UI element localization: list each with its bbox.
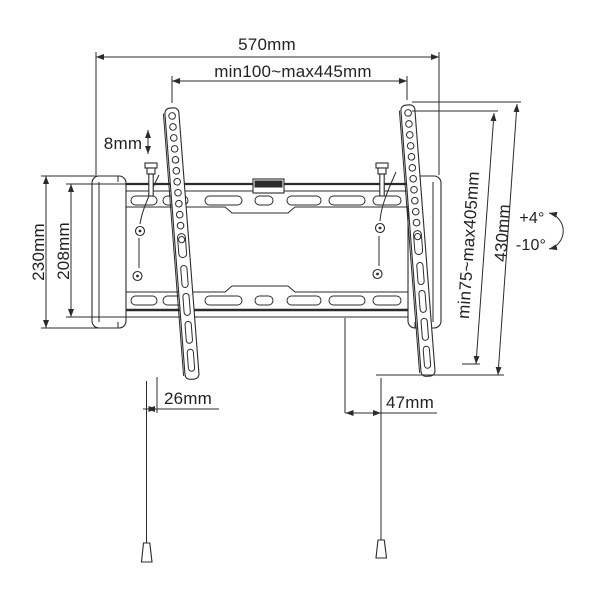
left-bracket-hook bbox=[132, 174, 160, 282]
dim-mount-width-range-label: min100~max445mm bbox=[214, 62, 372, 81]
dim-screw-adjustment: 8mm bbox=[104, 130, 151, 154]
wall-plate bbox=[91, 175, 442, 329]
dim-bottom-left-offset: 26mm bbox=[143, 377, 219, 413]
right-bracket-holes bbox=[404, 109, 421, 227]
right-pull-string bbox=[375, 378, 388, 559]
dim-plate-outer-height: 230mm bbox=[29, 175, 99, 329]
right-bracket-hook bbox=[372, 171, 397, 280]
right-adjust-screw bbox=[375, 162, 389, 197]
dim-bracket-height: 430mm bbox=[376, 101, 521, 376]
center-lock bbox=[252, 178, 285, 194]
left-adjust-screw bbox=[144, 162, 158, 197]
wall-plate-top-slots bbox=[130, 195, 402, 206]
right-bracket-slots bbox=[413, 230, 432, 369]
tilt-down-label: -10° bbox=[516, 237, 546, 254]
left-bracket-holes bbox=[168, 112, 185, 230]
dim-plate-inner-height: 208mm bbox=[54, 183, 127, 318]
dim-total-width-label: 570mm bbox=[238, 35, 296, 54]
left-bracket bbox=[162, 107, 200, 380]
dim-bottom-left-offset-label: 26mm bbox=[164, 389, 212, 408]
dim-screw-adjustment-label: 8mm bbox=[104, 134, 142, 153]
wall-plate-bottom-slots bbox=[130, 295, 402, 306]
wall-plate-body bbox=[126, 178, 408, 318]
dim-bottom-right-offset: 47mm bbox=[344, 318, 437, 416]
left-pull-string bbox=[140, 381, 153, 563]
right-bracket bbox=[398, 104, 436, 377]
left-bracket-slots bbox=[177, 233, 196, 372]
wall-plate-left-cap bbox=[91, 175, 127, 329]
dim-bracket-height-label: 430mm bbox=[491, 204, 514, 263]
tilt-angle-indicator: +4° -10° bbox=[516, 210, 564, 254]
dim-plate-outer-height-label: 230mm bbox=[29, 223, 48, 281]
dim-bottom-right-offset-label: 47mm bbox=[386, 393, 434, 412]
dim-plate-inner-height-label: 208mm bbox=[54, 222, 73, 280]
dim-mount-width-range: min100~max445mm bbox=[171, 62, 408, 103]
dim-total-width: 570mm bbox=[95, 35, 440, 175]
dim-vesa-height-range-label: min75~max405mm bbox=[454, 171, 483, 320]
tilt-up-label: +4° bbox=[519, 210, 544, 227]
